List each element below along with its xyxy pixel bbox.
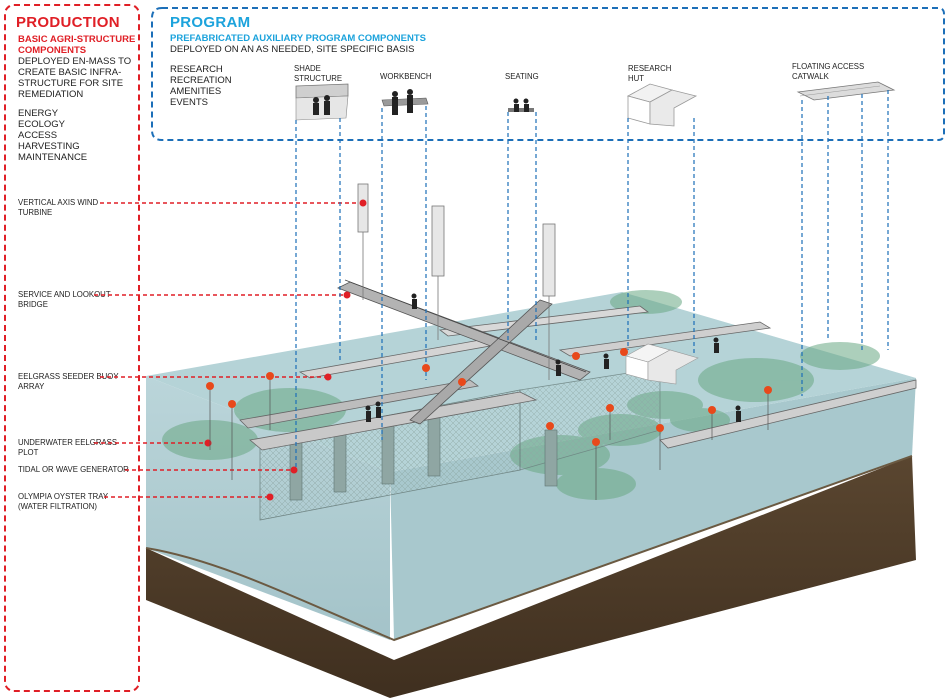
label-research-hut: RESEARCH HUT <box>628 64 671 83</box>
label-line: RESEARCH <box>628 64 672 73</box>
seating-icon <box>508 98 534 112</box>
production-subtitle: BASIC AGRI-STRUCTURE COMPONENTS <box>18 34 135 56</box>
label-line: BRIDGE <box>18 299 48 309</box>
shade-structure-icon <box>295 83 349 121</box>
people-silhouettes <box>365 293 741 422</box>
label-line: OLYMPIA OYSTER TRAY <box>18 492 109 501</box>
production-description: DEPLOYED EN-MASS TO CREATE BASIC INFRA- … <box>18 56 131 100</box>
label-line: SEATING <box>505 72 539 81</box>
label-floating-catwalk: FLOATING ACCESS CATWALK <box>792 62 864 81</box>
goal-item: MAINTENANCE <box>18 152 88 163</box>
tidal-generators <box>289 415 558 501</box>
goal-item: ACCESS <box>18 130 58 141</box>
program-uses-list: RESEARCH RECREATION AMENITIES EVENTS <box>170 64 232 108</box>
label-line: (WATER FILTRATION) <box>18 501 97 511</box>
production-description-line: DEPLOYED EN-MASS TO <box>18 56 132 67</box>
research-hut-icon <box>626 83 698 127</box>
soil-block <box>146 456 916 698</box>
goal-item: ENERGY <box>18 108 59 119</box>
workbench-icon <box>381 89 429 115</box>
label-eelgrass-plot: UNDERWATER EELGRASS PLOT <box>18 438 117 457</box>
label-line: SHADE <box>294 64 321 73</box>
label-line: WORKBENCH <box>380 72 432 81</box>
label-line: TIDAL OR WAVE GENERATOR <box>18 465 129 474</box>
production-description-line: CREATE BASIC INFRA- <box>18 67 122 78</box>
use-item: EVENTS <box>170 97 209 108</box>
production-title: PRODUCTION <box>16 14 120 31</box>
buoy-array <box>206 348 772 500</box>
label-line: SERVICE AND LOOKOUT <box>18 290 111 299</box>
research-hut-onsite <box>625 343 699 385</box>
goal-item: HARVESTING <box>18 141 80 152</box>
label-line: EELGRASS SEEDER BUOY <box>18 372 119 381</box>
use-item: AMENITIES <box>170 86 222 97</box>
label-wind-turbine: VERTICAL AXIS WIND TURBINE <box>18 198 98 217</box>
label-line: STRUCTURE <box>294 73 343 83</box>
program-description: DEPLOYED ON AN AS NEEDED, SITE SPECIFIC … <box>170 44 415 55</box>
program-subtitle: PREFABRICATED AUXILIARY PROGRAM COMPONEN… <box>170 33 426 44</box>
label-line: VERTICAL AXIS WIND <box>18 198 99 207</box>
use-item: RECREATION <box>170 75 232 86</box>
goal-item: ECOLOGY <box>18 119 65 130</box>
production-subtitle-line: BASIC AGRI-STRUCTURE <box>18 34 136 45</box>
label-workbench: WORKBENCH <box>380 72 432 82</box>
label-line: UNDERWATER EELGRASS <box>18 438 118 447</box>
label-line: HUT <box>628 73 645 83</box>
label-seating: SEATING <box>505 72 539 82</box>
label-buoy-array: EELGRASS SEEDER BUOY ARRAY <box>18 372 119 391</box>
label-line: FLOATING ACCESS <box>792 62 865 71</box>
label-line: ARRAY <box>18 381 45 391</box>
water-right-face <box>390 378 916 640</box>
catwalk-icon <box>796 81 896 101</box>
production-description-line: REMEDIATION <box>18 89 84 100</box>
label-shade-structure: SHADE STRUCTURE <box>294 64 342 83</box>
production-leaders <box>94 202 358 498</box>
use-item: RESEARCH <box>170 64 223 75</box>
label-line: PLOT <box>18 447 39 457</box>
label-lookout-bridge: SERVICE AND LOOKOUT BRIDGE <box>18 290 111 309</box>
production-frame <box>4 4 140 692</box>
label-oyster-tray: OLYMPIA OYSTER TRAY (WATER FILTRATION) <box>18 492 108 511</box>
walkways <box>239 305 917 451</box>
label-line: CATWALK <box>792 71 829 81</box>
wind-turbines <box>357 183 556 380</box>
service-bridge <box>337 279 591 425</box>
program-title: PROGRAM <box>170 14 251 31</box>
production-goals-list: ENERGY ECOLOGY ACCESS HARVESTING MAINTEN… <box>18 108 87 163</box>
program-leaders <box>295 90 889 470</box>
production-subtitle-line: COMPONENTS <box>18 45 87 56</box>
label-tidal-generator: TIDAL OR WAVE GENERATOR <box>18 465 129 475</box>
production-description-line: STRUCTURE FOR SITE <box>18 78 124 89</box>
label-line: TURBINE <box>18 207 53 217</box>
